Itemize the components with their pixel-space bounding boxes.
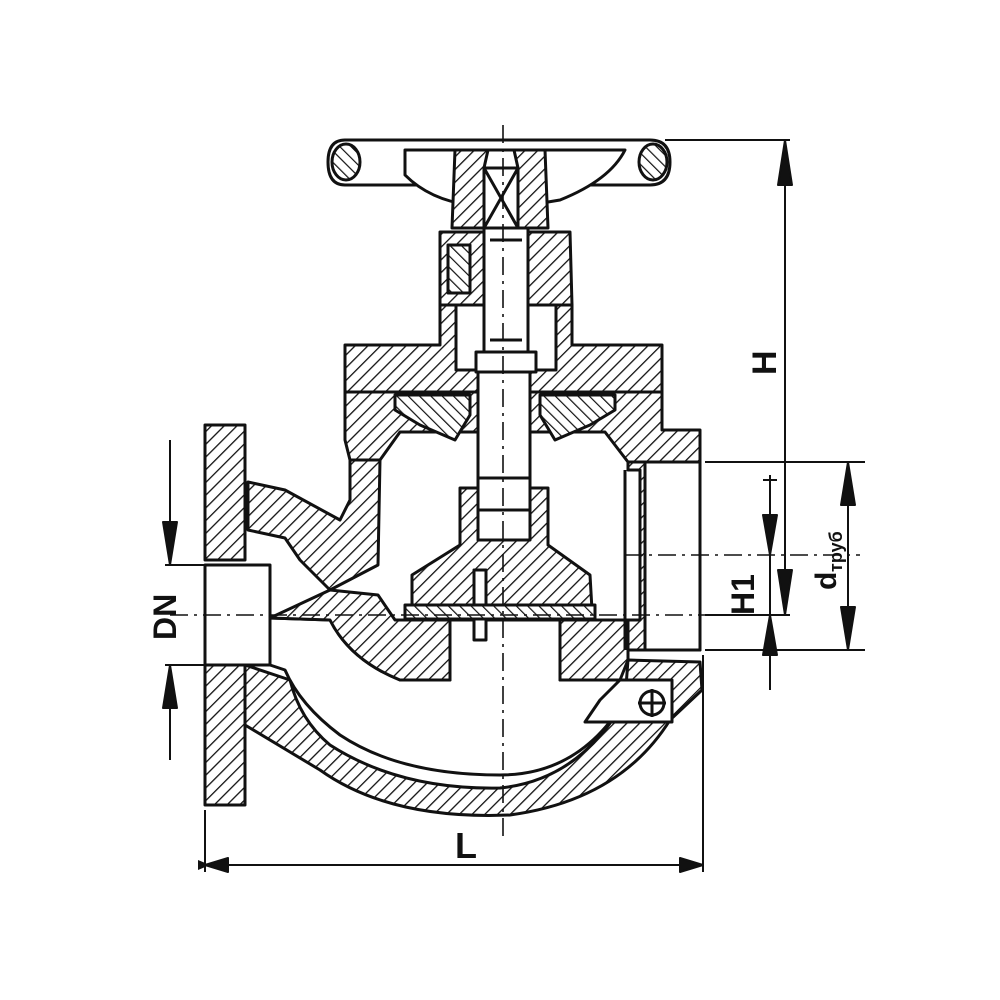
stem-collar <box>474 350 538 374</box>
center-lines <box>170 125 860 840</box>
gland-nut-left <box>446 243 472 295</box>
bonnet <box>343 226 664 394</box>
stem-upper <box>482 226 530 354</box>
handwheel-nut <box>482 148 520 170</box>
dim-H-label: H <box>746 350 784 375</box>
handwheel <box>326 138 672 230</box>
disc-seal <box>403 603 597 621</box>
handwheel-rim-left-section <box>330 142 362 182</box>
outlet-bore <box>643 460 702 652</box>
dimension-lines <box>162 139 865 873</box>
body-web-right <box>558 618 630 682</box>
stem-square-end <box>482 166 520 230</box>
inlet-flange <box>203 423 247 562</box>
body-left-wall <box>246 458 382 592</box>
inlet-flange-lower <box>203 663 247 807</box>
dim-d-label: d труб <box>810 531 846 590</box>
seat-guide <box>393 393 472 442</box>
dim-d-label-sub: труб <box>826 531 846 572</box>
dim-L-label: L <box>455 825 477 866</box>
handwheel-spoke-right <box>528 148 627 207</box>
dim-DN-label: DN <box>147 594 183 640</box>
valve-body <box>203 370 704 817</box>
valve-disc <box>403 476 597 642</box>
disc-nut <box>476 476 532 542</box>
stem-lower <box>476 370 532 480</box>
dim-d-label-main: d <box>810 572 843 590</box>
handwheel-rim-right-section <box>637 142 669 182</box>
seat-guide-right <box>538 393 617 442</box>
dim-H1-label: H1 <box>725 574 761 615</box>
